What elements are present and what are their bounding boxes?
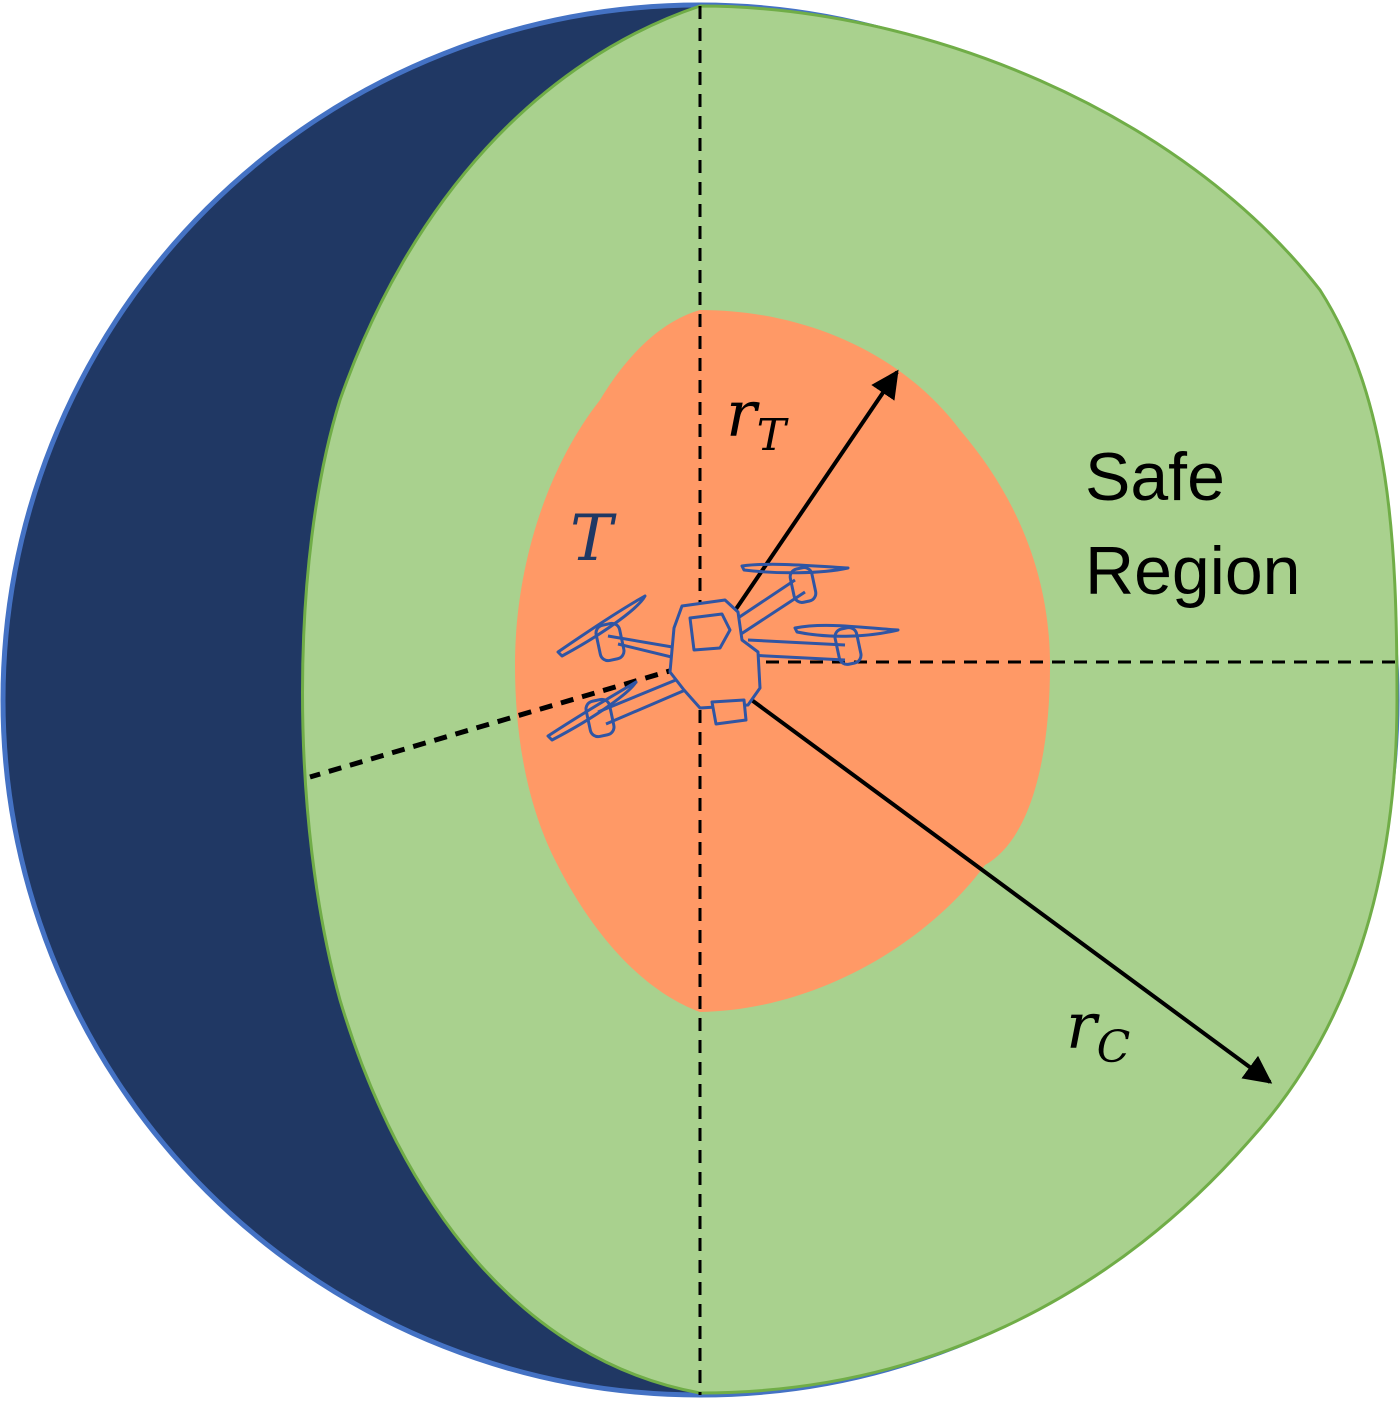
safe-region-label-line2: Region <box>1085 533 1301 609</box>
safe-radius-subscript: C <box>1097 1022 1131 1073</box>
svg-text:rC: rC <box>1066 990 1130 1073</box>
target-label: T <box>570 502 617 576</box>
target-radius-symbol: r <box>726 378 760 452</box>
target-region <box>515 310 1050 1012</box>
safe-radius-label: rC <box>1066 990 1130 1073</box>
safe-region-label: Safe Region <box>1085 439 1301 609</box>
safe-radius-symbol: r <box>1066 990 1100 1064</box>
target-radius-label: rT <box>726 378 790 461</box>
quadcopter-drone-icon <box>546 562 900 742</box>
safe-region-label-line1: Safe <box>1085 439 1225 515</box>
svg-text:rT: rT <box>726 378 790 461</box>
target-radius-subscript: T <box>757 410 790 461</box>
safe-radius-arrow <box>698 660 1273 1084</box>
